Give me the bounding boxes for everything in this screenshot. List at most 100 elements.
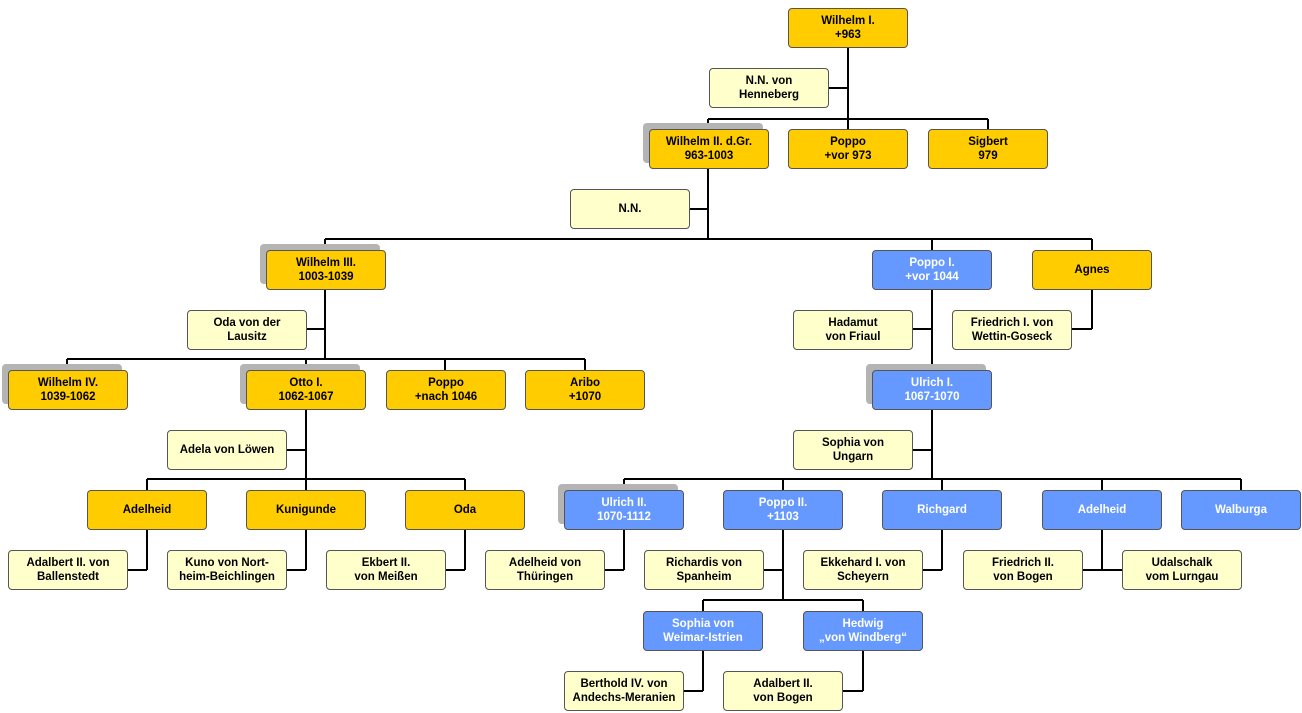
person-name: Adelheid <box>122 504 172 516</box>
spouse-adelheid-thueringen: Adelheid von Thüringen <box>485 550 605 590</box>
person-sophia-weimar: Sophia von Weimar-Istrien <box>643 611 763 651</box>
person-name-cont: von Meißen <box>354 571 418 583</box>
person-name: Adalbert II. von <box>26 557 110 569</box>
person-name: Poppo <box>830 136 866 148</box>
person-wilhelm-1: Wilhelm I. +963 <box>788 8 908 48</box>
person-richgard: Richgard <box>882 490 1002 530</box>
person-poppo-1: Poppo I. +vor 1044 <box>872 250 992 290</box>
person-name: Ulrich II. <box>601 497 647 509</box>
person-dates: 979 <box>978 150 998 162</box>
person-name: Kunigunde <box>275 504 337 516</box>
person-name: Friedrich I. von <box>970 317 1054 329</box>
person-name: Richardis von <box>665 557 743 569</box>
person-name-cont: Ballenstedt <box>37 571 99 583</box>
spouse-ekbert: Ekbert II. von Meißen <box>326 550 446 590</box>
spouse-kuno: Kuno von Nort- heim-Beichlingen <box>167 550 287 590</box>
person-dates: 963-1003 <box>684 150 734 162</box>
person-name: Wilhelm IV. <box>37 377 99 389</box>
person-name: Poppo I. <box>909 257 955 269</box>
person-agnes: Agnes <box>1032 250 1152 290</box>
person-name: Udalschalk <box>1151 557 1213 569</box>
person-name: Friedrich II. <box>992 557 1054 569</box>
person-name: Adelheid <box>1077 504 1127 516</box>
person-dates: 1039-1062 <box>40 391 96 403</box>
spouse-oda-lausitz: Oda von der Lausitz <box>187 310 307 350</box>
person-dates: 1062-1067 <box>278 391 334 403</box>
person-name-cont: Andechs-Meranien <box>572 692 676 704</box>
person-name: Ulrich I. <box>910 377 954 389</box>
person-name: Wilhelm II. d.Gr. <box>665 136 753 148</box>
person-dates: 1003-1039 <box>298 271 354 283</box>
person-walburga: Walburga <box>1181 490 1301 530</box>
person-name: Sigbert <box>968 136 1008 148</box>
person-dates: +1070 <box>568 391 602 403</box>
person-name: Walburga <box>1215 504 1267 516</box>
person-name: N.N. von <box>745 75 793 87</box>
person-adelheid-left: Adelheid <box>87 490 207 530</box>
person-poppo-2: Poppo II. +1103 <box>723 490 843 530</box>
person-name-cont: Weimar-Istrien <box>663 632 743 644</box>
person-dates: +1103 <box>767 511 799 523</box>
person-name: Otto I. <box>289 377 323 389</box>
person-name: N.N. <box>618 203 642 215</box>
person-poppo-973: Poppo +vor 973 <box>788 129 908 169</box>
person-dates: +963 <box>835 29 861 41</box>
person-dates: +nach 1046 <box>414 391 478 403</box>
spouse-ekkehard: Ekkehard I. von Scheyern <box>803 550 923 590</box>
person-wilhelm-2: Wilhelm II. d.Gr. 963-1003 <box>649 129 769 169</box>
person-kunigunde: Kunigunde <box>246 490 366 530</box>
person-name-cont: von Friaul <box>825 331 881 343</box>
person-name: Sophia von <box>672 618 734 630</box>
person-name: Poppo <box>428 377 464 389</box>
spouse-nn: N.N. <box>570 189 690 229</box>
person-name: Agnes <box>1074 264 1110 276</box>
spouse-friedrich-2: Friedrich II. von Bogen <box>963 550 1083 590</box>
person-name-cont: Ungarn <box>832 451 874 463</box>
person-name: Adela von Löwen <box>179 444 275 456</box>
person-dates: 1067-1070 <box>904 391 960 403</box>
person-dates: 1070-1112 <box>597 511 651 523</box>
person-dates: +vor 973 <box>824 150 872 162</box>
person-otto-1: Otto I. 1062-1067 <box>246 370 366 410</box>
person-poppo-1046: Poppo +nach 1046 <box>386 370 506 410</box>
person-name-cont: Wettin-Goseck <box>971 331 1053 343</box>
person-name: Wilhelm I. <box>821 15 875 27</box>
person-name: Kuno von Nort- <box>185 557 269 569</box>
person-name-cont: von Bogen <box>993 571 1053 583</box>
person-sigbert: Sigbert 979 <box>928 129 1048 169</box>
person-aribo: Aribo +1070 <box>525 370 645 410</box>
spouse-friedrich-1: Friedrich I. von Wettin-Goseck <box>952 310 1072 350</box>
person-name: Berthold IV. von <box>580 678 668 690</box>
spouse-adalbert-ballenstedt: Adalbert II. von Ballenstedt <box>8 550 128 590</box>
person-name-cont: Henneberg <box>738 89 800 101</box>
person-name-cont: heim-Beichlingen <box>179 571 275 583</box>
spouse-udalschalk: Udalschalk vom Lurngau <box>1122 550 1242 590</box>
spouse-adela: Adela von Löwen <box>167 430 287 470</box>
spouse-sophia-ungarn: Sophia von Ungarn <box>793 430 913 470</box>
spouse-adalbert-bogen: Adalbert II. von Bogen <box>723 671 843 711</box>
person-name-cont: von Bogen <box>753 692 813 704</box>
person-wilhelm-4: Wilhelm IV. 1039-1062 <box>8 370 128 410</box>
person-oda: Oda <box>405 490 525 530</box>
person-name: Ekkehard I. von <box>820 557 906 569</box>
person-name-cont: Lausitz <box>227 331 267 343</box>
person-hedwig: Hedwig „von Windberg“ <box>803 611 923 651</box>
person-name: Poppo II. <box>758 497 808 509</box>
person-name: Sophia von <box>822 437 884 449</box>
spouse-nn-henneberg: N.N. von Henneberg <box>709 68 829 108</box>
person-wilhelm-3: Wilhelm III. 1003-1039 <box>266 250 386 290</box>
person-name-cont: Thüringen <box>516 571 574 583</box>
spouse-richardis: Richardis von Spanheim <box>644 550 764 590</box>
person-name: Aribo <box>569 377 601 389</box>
person-adelheid-right: Adelheid <box>1042 490 1162 530</box>
person-name: Adalbert II. <box>753 678 813 690</box>
person-name-cont: „von Windberg“ <box>818 632 908 644</box>
person-name-cont: Spanheim <box>676 571 732 583</box>
person-name: Wilhelm III. <box>296 257 356 269</box>
person-name-cont: Scheyern <box>837 571 889 583</box>
person-name: Oda <box>453 504 477 516</box>
person-name-cont: vom Lurngau <box>1145 571 1219 583</box>
person-name: Adelheid von <box>508 557 582 569</box>
spouse-berthold: Berthold IV. von Andechs-Meranien <box>564 671 684 711</box>
